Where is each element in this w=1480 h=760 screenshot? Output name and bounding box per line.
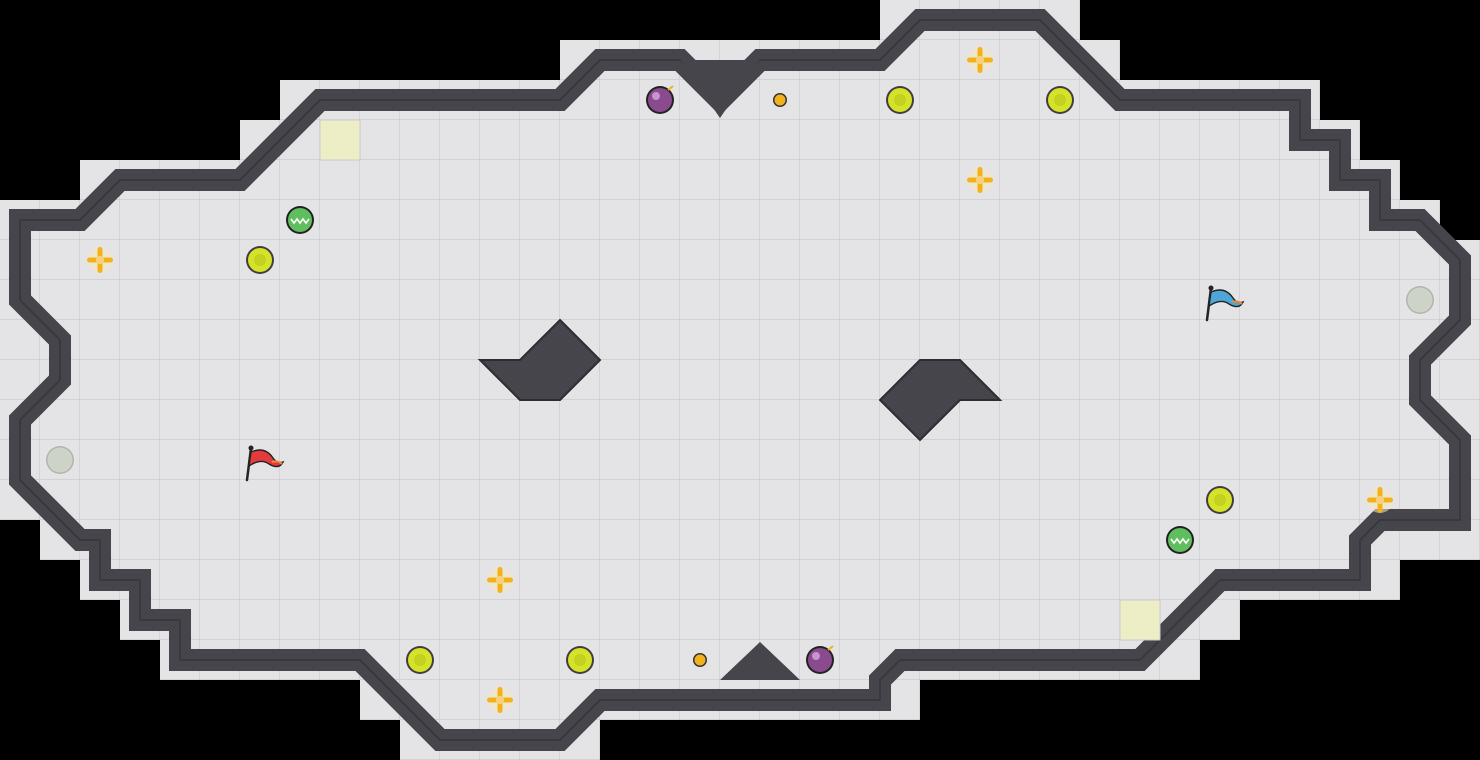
cross-spike-icon xyxy=(87,247,113,273)
spawn-tile xyxy=(319,119,361,161)
circle-boost-icon[interactable] xyxy=(406,646,434,674)
portal-icon[interactable] xyxy=(46,446,74,474)
small-pellet-icon[interactable] xyxy=(693,653,707,667)
wedge-obstacle-left xyxy=(477,318,602,401)
circle-boost-icon[interactable] xyxy=(1046,86,1074,114)
circle-boost-icon[interactable] xyxy=(566,646,594,674)
wedge-obstacle-right xyxy=(878,359,1003,442)
circle-boost-icon[interactable] xyxy=(1206,486,1234,514)
bomb-powerup-icon[interactable] xyxy=(646,85,674,114)
cross-spike-icon xyxy=(967,47,993,73)
cross-spike-icon xyxy=(967,167,993,193)
small-pellet-icon[interactable] xyxy=(773,93,787,107)
circle-boost-icon[interactable] xyxy=(246,246,274,274)
striped-powerup-icon[interactable] xyxy=(286,206,314,234)
walls xyxy=(9,9,1471,751)
portal-icon[interactable] xyxy=(1406,286,1434,314)
blue-flag-icon[interactable] xyxy=(1205,285,1245,322)
striped-powerup-icon[interactable] xyxy=(1166,526,1194,554)
obstacles xyxy=(477,318,1003,442)
circle-boost-icon[interactable] xyxy=(886,86,914,114)
cross-spike-icon xyxy=(487,687,513,713)
spawn-tile xyxy=(1119,599,1161,641)
cross-spike-icon xyxy=(487,567,513,593)
red-flag-icon[interactable] xyxy=(245,445,285,482)
bomb-powerup-icon[interactable] xyxy=(806,645,834,674)
cross-spike-icon xyxy=(1367,487,1393,513)
map-entities[interactable] xyxy=(46,47,1434,713)
